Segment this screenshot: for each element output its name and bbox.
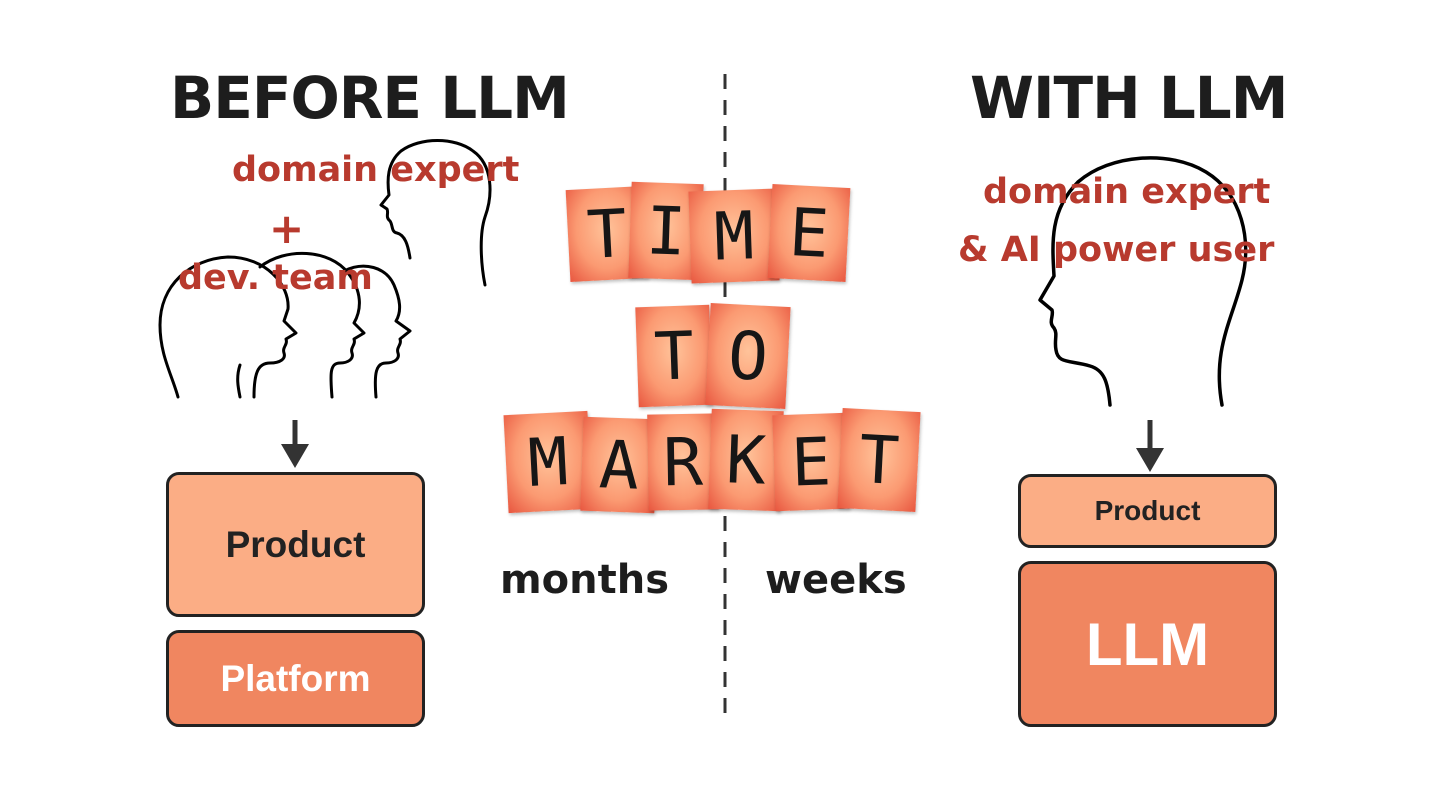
plus-sign: + — [269, 204, 305, 253]
sticky-note-market-m: M — [503, 410, 593, 514]
sticky-note-market-a: A — [580, 416, 658, 514]
with-product-label: Product — [1094, 495, 1201, 526]
before-product-label: Product — [225, 523, 366, 565]
before-llm-heading: BEFORE LLM — [170, 64, 570, 132]
sticky-note-market-t: T — [837, 408, 921, 512]
domain-expert-ai-head-icon — [1038, 156, 1248, 407]
before-arrow-down-icon — [281, 420, 309, 468]
llm-box: LLM — [1018, 561, 1277, 727]
dev-team-heads-icon — [158, 251, 412, 399]
weeks-label: weeks — [765, 557, 907, 603]
sticky-note-to-o: O — [705, 302, 791, 410]
domain-expert-head-icon — [379, 139, 492, 287]
ai-power-user-label: & AI power user — [958, 230, 1275, 270]
with-llm-heading: WITH LLM — [970, 64, 1288, 132]
platform-box: Platform — [166, 630, 425, 727]
sticky-note-e: E — [767, 184, 851, 282]
sticky-note-to-t: T — [635, 304, 713, 408]
with-arrow-down-icon — [1136, 420, 1164, 472]
platform-label: Platform — [220, 657, 371, 699]
with-domain-expert-label: domain expert — [983, 172, 1271, 212]
before-product-box: Product — [166, 472, 425, 617]
before-domain-expert-label: domain expert — [232, 150, 520, 190]
llm-label: LLM — [1085, 610, 1210, 678]
dev-team-label: dev. team — [178, 258, 373, 298]
months-label: months — [500, 557, 670, 603]
with-product-box: Product — [1018, 474, 1277, 548]
sticky-note-m: M — [688, 188, 780, 284]
